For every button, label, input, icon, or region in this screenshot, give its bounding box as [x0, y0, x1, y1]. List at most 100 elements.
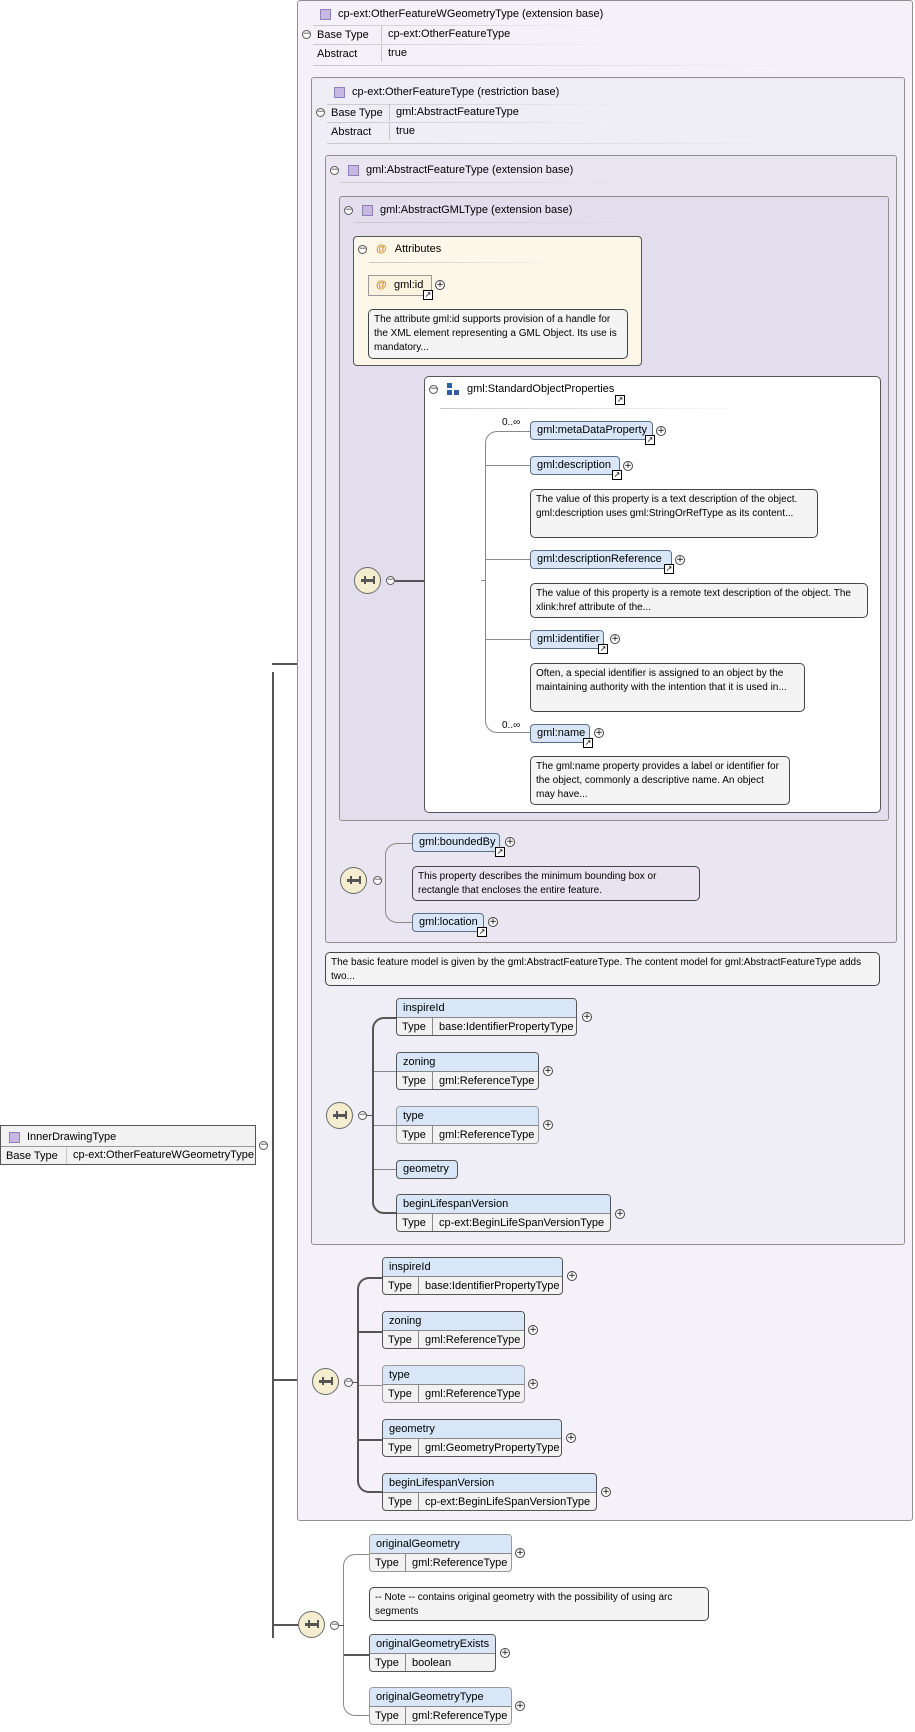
ext1-title: cp-ext:OtherFeatureWGeometryType (extens…: [338, 8, 604, 20]
type-label: Type: [370, 1707, 406, 1724]
sop-item-metadataproperty[interactable]: gml:metaDataProperty: [530, 421, 653, 440]
ext-seq-branch: [359, 1439, 383, 1441]
afeat-collapse-toggle[interactable]: −: [330, 165, 339, 175]
restr-seq-collapse-toggle[interactable]: −: [358, 1110, 367, 1120]
element-name: inspireId: [383, 1258, 562, 1277]
location-element[interactable]: gml:location: [412, 913, 484, 932]
link-arrow-icon[interactable]: ↗: [664, 564, 674, 574]
element-name: originalGeometryType: [370, 1688, 511, 1707]
element-name: type: [397, 1107, 538, 1126]
expand-plus-icon[interactable]: +: [528, 1379, 538, 1389]
sop-item-identifier[interactable]: gml:identifier: [530, 630, 604, 649]
element-type: base:IdentifierPropertyType: [439, 1021, 574, 1033]
element-type: gml:ReferenceType: [439, 1129, 535, 1141]
link-arrow-icon[interactable]: ↗: [645, 435, 655, 445]
bounded-by-element[interactable]: gml:boundedBy: [412, 833, 500, 852]
expand-plus-icon[interactable]: +: [515, 1548, 525, 1558]
expand-plus-icon[interactable]: +: [594, 728, 604, 738]
expand-plus-icon[interactable]: +: [567, 1271, 577, 1281]
ext-seq-branch: [359, 1385, 383, 1386]
element-name: originalGeometryExists: [370, 1635, 495, 1654]
root-base-type: cp-ext:OtherFeatureWGeometryType: [66, 1147, 254, 1164]
expand-plus-icon[interactable]: +: [488, 917, 498, 927]
own-seq-collapse-toggle[interactable]: −: [330, 1620, 339, 1630]
sequence-compositor-icon[interactable]: [326, 1102, 353, 1129]
root-collapse-toggle[interactable]: −: [259, 1140, 268, 1150]
link-arrow-icon[interactable]: ↗: [598, 644, 608, 654]
link-arrow-icon[interactable]: ↗: [612, 470, 622, 480]
element-type: gml:GeometryPropertyType: [425, 1442, 560, 1454]
expand-plus-icon[interactable]: +: [543, 1066, 553, 1076]
sop-branch: [486, 639, 531, 640]
own-seq-branch: [344, 1654, 370, 1656]
link-arrow-icon[interactable]: ↗: [583, 738, 593, 748]
restr-title: cp-ext:OtherFeatureType (restriction bas…: [352, 86, 560, 98]
element-name: inspireId: [397, 999, 576, 1018]
expand-plus-icon[interactable]: +: [515, 1701, 525, 1711]
ext-seq-collapse-toggle[interactable]: −: [344, 1377, 353, 1387]
seq-collapse-toggle[interactable]: −: [386, 575, 395, 585]
ext1-collapse-toggle[interactable]: −: [302, 29, 311, 39]
link-arrow-icon[interactable]: ↗: [615, 395, 625, 405]
own-seq-branch: [339, 1625, 344, 1626]
expand-plus-icon[interactable]: +: [528, 1325, 538, 1335]
element-type: gml:ReferenceType: [439, 1075, 535, 1087]
sequence-compositor-icon[interactable]: [298, 1611, 325, 1638]
type-label: Type: [397, 1214, 433, 1231]
expand-plus-icon[interactable]: +: [610, 634, 620, 644]
type-label: Type: [383, 1493, 419, 1510]
expand-plus-icon[interactable]: +: [615, 1209, 625, 1219]
at-icon: @: [376, 279, 387, 291]
type-label: Type: [370, 1554, 406, 1571]
agml-collapse-toggle[interactable]: −: [344, 205, 353, 215]
expand-plus-icon[interactable]: +: [505, 837, 515, 847]
attributes-collapse-toggle[interactable]: −: [358, 244, 367, 254]
root-type-box[interactable]: InnerDrawingType Base Type cp-ext:OtherF…: [0, 1125, 256, 1165]
expand-plus-icon[interactable]: +: [601, 1487, 611, 1497]
element-name: originalGeometry: [370, 1535, 511, 1554]
sequence-compositor-icon[interactable]: [340, 867, 367, 894]
sequence-compositor-icon[interactable]: [312, 1368, 339, 1395]
attributes-title: Attributes: [394, 243, 442, 255]
restr-collapse-toggle[interactable]: −: [316, 107, 325, 117]
afeat-seq-tree-line: [385, 843, 413, 923]
expand-plus-icon[interactable]: +: [675, 555, 685, 565]
restr-base-type: gml:AbstractFeatureType: [389, 104, 519, 121]
sop-item-descriptionreference[interactable]: gml:descriptionReference: [530, 550, 672, 569]
afeat-seq-collapse-toggle[interactable]: −: [373, 875, 382, 885]
sop-item-name[interactable]: gml:name: [530, 724, 590, 743]
link-arrow-icon[interactable]: ↗: [477, 927, 487, 937]
expand-plus-icon[interactable]: +: [623, 461, 633, 471]
expand-plus-icon[interactable]: +: [582, 1012, 592, 1022]
gml-id-attribute[interactable]: @ gml:id: [368, 275, 432, 296]
type-label: Type: [383, 1277, 419, 1294]
link-arrow-icon[interactable]: ↗: [495, 847, 505, 857]
expand-plus-icon[interactable]: +: [566, 1433, 576, 1443]
sop-item-description[interactable]: gml:description: [530, 456, 620, 475]
expand-plus-icon[interactable]: +: [543, 1120, 553, 1130]
restr-seq-branch: [367, 1115, 373, 1116]
link-arrow-icon[interactable]: ↗: [423, 290, 433, 300]
expand-plus-icon[interactable]: +: [656, 426, 666, 436]
sop-collapse-toggle[interactable]: −: [429, 384, 438, 394]
own-seq-tree-line: [343, 1554, 371, 1716]
trunk-branch-own: [274, 1624, 298, 1626]
bounded-by-doc: This property describes the minimum boun…: [412, 866, 700, 901]
expand-plus-icon[interactable]: +: [435, 280, 445, 290]
sequence-compositor-icon[interactable]: [354, 567, 381, 594]
restr-seq-branch: [374, 1125, 398, 1126]
restr-geometry-element[interactable]: geometry: [396, 1160, 458, 1179]
expand-plus-icon[interactable]: +: [500, 1648, 510, 1658]
